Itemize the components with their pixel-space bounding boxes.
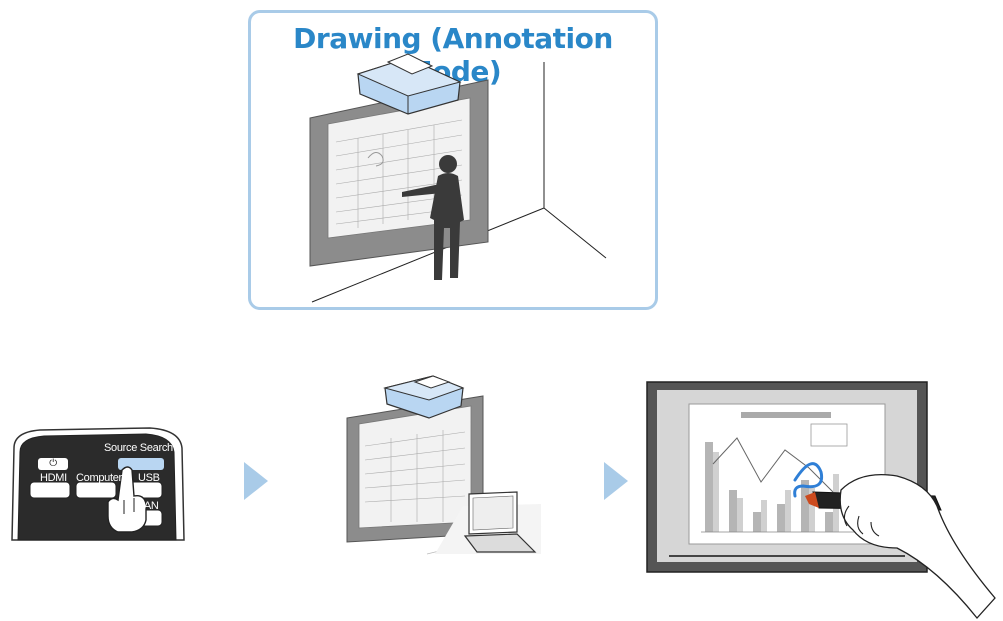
- laptop-icon: [463, 491, 537, 553]
- arrow-right-icon: [604, 462, 628, 500]
- hand-icon: [107, 466, 147, 533]
- projector-icon: [356, 53, 462, 115]
- usb-button[interactable]: USB: [138, 472, 160, 484]
- remote-control: [11, 427, 185, 541]
- lan-button[interactable]: LAN: [138, 500, 159, 512]
- hdmi-button[interactable]: HDMI: [40, 472, 67, 484]
- source-search-button[interactable]: Source Search: [104, 442, 173, 454]
- annotation-stroke: [793, 462, 824, 498]
- presenter-figure: [402, 155, 464, 280]
- room-scene: [309, 53, 607, 303]
- interactive-board: [646, 381, 996, 620]
- hand-icon: [839, 473, 996, 620]
- projection-setup: [346, 375, 542, 555]
- power-button[interactable]: ⏻: [49, 458, 57, 469]
- projector-icon: [383, 375, 465, 419]
- arrow-right-icon: [244, 462, 268, 500]
- computer-button[interactable]: Computer: [76, 472, 122, 484]
